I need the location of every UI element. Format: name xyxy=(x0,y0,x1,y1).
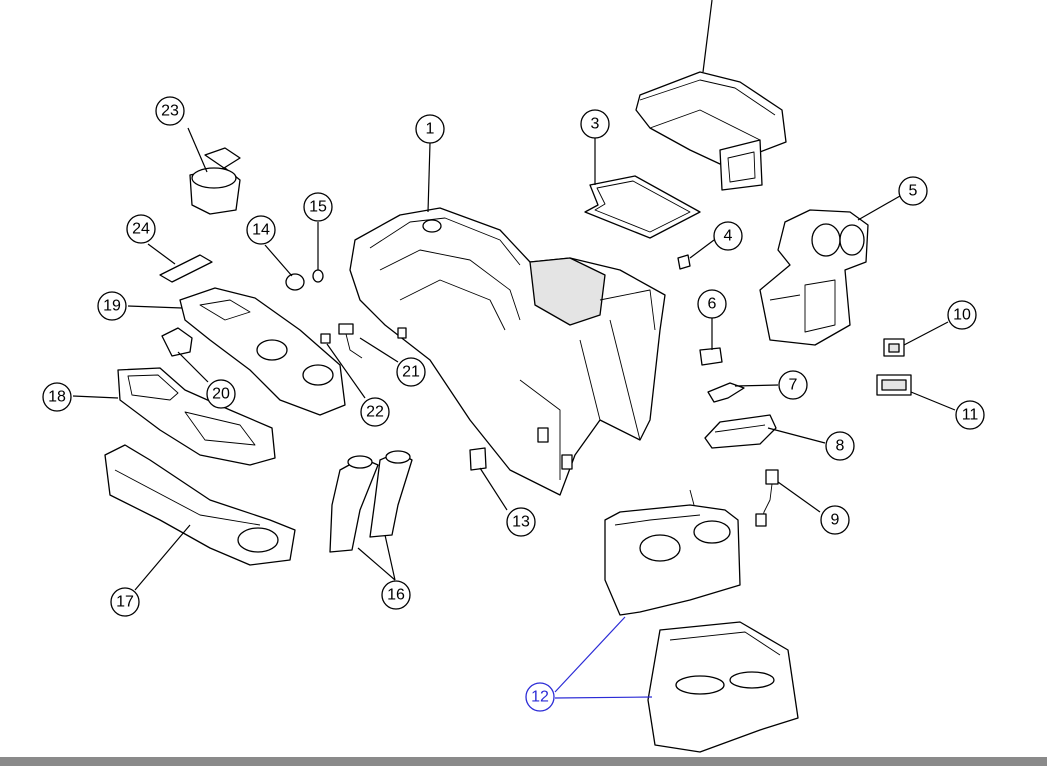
part-cup-holder-23[interactable] xyxy=(189,147,241,215)
part-switch-21[interactable] xyxy=(338,323,363,359)
svg-text:3: 3 xyxy=(591,116,600,133)
part-clip-22[interactable] xyxy=(320,333,331,344)
svg-text:15: 15 xyxy=(309,199,327,216)
svg-text:5: 5 xyxy=(909,183,918,200)
part-switch-6[interactable] xyxy=(699,347,723,366)
part-fastener-15[interactable] xyxy=(312,269,324,283)
part-wiring-harness-9[interactable] xyxy=(755,469,779,527)
part-rear-vent-housing[interactable] xyxy=(759,209,869,346)
svg-text:22: 22 xyxy=(366,404,384,421)
svg-text:11: 11 xyxy=(962,407,979,424)
callout-6[interactable]: 6 xyxy=(697,289,727,319)
part-air-ducts[interactable] xyxy=(329,450,413,553)
part-console-tray-18[interactable] xyxy=(117,367,276,466)
callout-14[interactable]: 14 xyxy=(246,215,276,245)
leader-lines xyxy=(72,127,956,591)
svg-text:23: 23 xyxy=(161,103,179,120)
callout-12[interactable]: 12 xyxy=(525,682,555,712)
svg-text:18: 18 xyxy=(48,389,66,406)
callout-4[interactable]: 4 xyxy=(713,221,743,251)
part-trim-strip-8[interactable] xyxy=(704,414,777,449)
callout-13[interactable]: 13 xyxy=(506,507,536,537)
callout-16[interactable]: 16 xyxy=(381,580,411,610)
callout-15[interactable]: 15 xyxy=(303,192,333,222)
leader-lines-highlighted xyxy=(554,616,653,699)
callout-8[interactable]: 8 xyxy=(825,431,855,461)
part-clip-4[interactable] xyxy=(677,254,691,270)
svg-text:8: 8 xyxy=(836,438,845,455)
svg-text:19: 19 xyxy=(103,298,121,315)
callout-19[interactable]: 19 xyxy=(97,291,127,321)
svg-text:16: 16 xyxy=(387,587,405,604)
footer-bar xyxy=(0,757,1047,766)
svg-text:14: 14 xyxy=(252,222,270,239)
callout-1[interactable]: 1 xyxy=(415,114,445,144)
part-usb-module-10[interactable] xyxy=(883,338,905,357)
part-bracket-7[interactable] xyxy=(707,382,745,403)
callout-11[interactable]: 11 xyxy=(955,400,985,430)
part-cap-14[interactable] xyxy=(285,273,305,291)
part-plate-24[interactable] xyxy=(159,254,213,283)
callout-17[interactable]: 17 xyxy=(110,587,140,617)
svg-text:6: 6 xyxy=(708,296,717,313)
part-connector-20[interactable] xyxy=(161,327,193,357)
part-bin-mat[interactable] xyxy=(584,175,701,239)
svg-text:17: 17 xyxy=(116,594,134,611)
callout-5[interactable]: 5 xyxy=(898,176,928,206)
part-lower-duct-17[interactable] xyxy=(104,444,296,566)
callout-3[interactable]: 3 xyxy=(580,109,610,139)
part-cupholder-insert-upper[interactable] xyxy=(604,489,741,616)
svg-text:24: 24 xyxy=(132,221,150,238)
part-console-bezel-19[interactable] xyxy=(179,287,346,416)
part-floor-console[interactable] xyxy=(349,207,666,496)
svg-text:20: 20 xyxy=(212,386,230,403)
callout-24[interactable]: 24 xyxy=(126,214,156,244)
callout-20[interactable]: 20 xyxy=(206,379,236,409)
callout-9[interactable]: 9 xyxy=(820,505,850,535)
part-power-outlet-11[interactable] xyxy=(876,374,912,396)
callout-10[interactable]: 10 xyxy=(947,300,977,330)
svg-text:10: 10 xyxy=(953,307,971,324)
callout-7[interactable]: 7 xyxy=(778,370,808,400)
callout-22[interactable]: 22 xyxy=(360,397,390,427)
part-plug-13[interactable] xyxy=(469,447,487,471)
part-armrest-lid[interactable] xyxy=(635,0,787,191)
svg-text:9: 9 xyxy=(831,512,840,529)
svg-text:12: 12 xyxy=(531,689,549,706)
part-cupholder-insert-lower[interactable] xyxy=(647,621,799,753)
svg-text:4: 4 xyxy=(724,228,733,245)
callout-18[interactable]: 18 xyxy=(42,382,72,412)
svg-text:1: 1 xyxy=(426,121,435,138)
callout-21[interactable]: 21 xyxy=(396,357,426,387)
callout-23[interactable]: 23 xyxy=(155,96,185,126)
svg-text:13: 13 xyxy=(512,514,530,531)
svg-text:21: 21 xyxy=(402,364,420,381)
svg-text:7: 7 xyxy=(789,377,798,394)
